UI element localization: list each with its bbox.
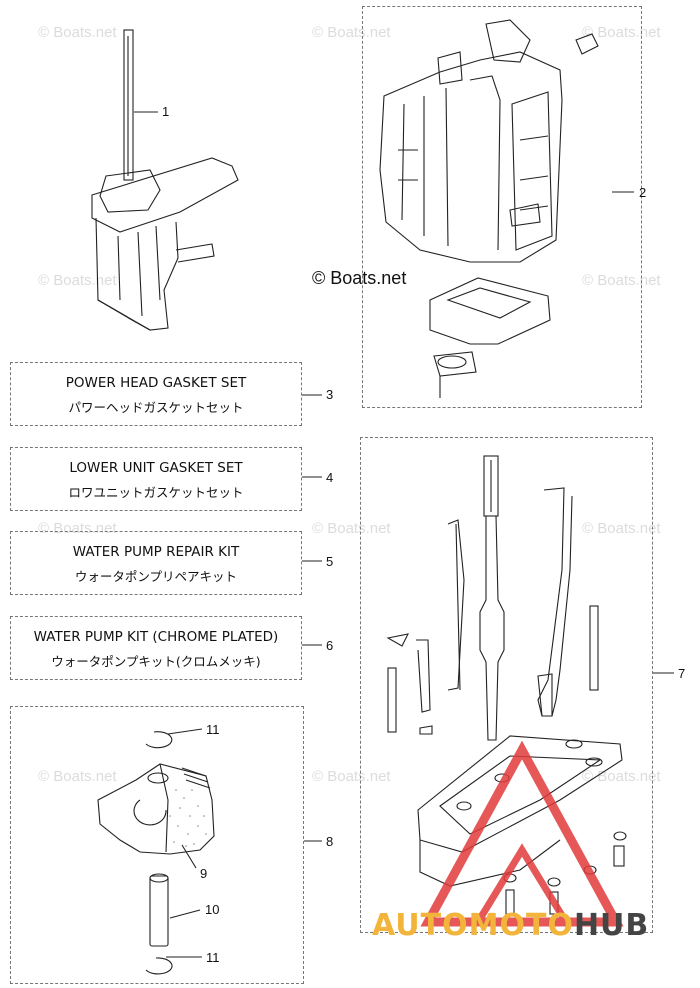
callout-9: 9	[200, 866, 208, 881]
power-head-group-box	[362, 6, 642, 408]
callout-8: 8	[326, 834, 334, 849]
piston-drawing	[97, 731, 215, 975]
watermark: © Boats.net	[582, 520, 661, 537]
watermark: © Boats.net	[38, 24, 117, 41]
kit-name-jp: ウォータポンプリペアキット	[74, 569, 238, 584]
kit-name-jp: パワーヘッドガスケットセット	[68, 400, 244, 415]
callout-6: 6	[326, 638, 334, 653]
callout-11-top: 11	[206, 722, 220, 737]
piston-stipple	[169, 789, 207, 847]
watermark: © Boats.net	[312, 520, 391, 537]
piston-group-box	[10, 706, 304, 984]
kit-box-water-pump-repair: WATER PUMP REPAIR KIT ウォータポンプリペアキット	[10, 531, 302, 595]
drive-shaft-housing-drawing	[386, 455, 627, 915]
kit-box-lower-unit-gasket: LOWER UNIT GASKET SET ロワユニットガスケットセット	[10, 447, 302, 511]
watermark: © Boats.net	[582, 24, 661, 41]
callout-1: 1	[162, 104, 170, 119]
logo-triangle-icon	[420, 740, 624, 927]
callout-4: 4	[326, 470, 334, 485]
logo-text-part2: HUB	[573, 908, 650, 943]
leader-line-9	[181, 844, 197, 869]
watermark: © Boats.net	[38, 768, 117, 785]
watermark: © Boats.net	[38, 520, 117, 537]
leader-line-11-top	[167, 728, 203, 735]
callout-3: 3	[326, 387, 334, 402]
watermark: © Boats.net	[582, 272, 661, 289]
lower-unit-drawing	[91, 29, 239, 331]
copyright-text: © Boats.net	[312, 268, 407, 288]
power-head-drawing	[379, 19, 599, 398]
watermark: © Boats.net	[582, 768, 661, 785]
watermark: © Boats.net	[312, 24, 391, 41]
callout-7: 7	[678, 666, 686, 681]
kit-name-en: POWER HEAD GASKET SET	[65, 375, 247, 391]
callout-10: 10	[205, 902, 220, 917]
kit-name-jp: ウォータポンプキット(クロムメッキ)	[51, 654, 261, 669]
kit-name-en: LOWER UNIT GASKET SET	[69, 460, 243, 476]
automotohub-logo: AUTOMOTOHUB	[372, 908, 649, 943]
kit-box-power-head-gasket: POWER HEAD GASKET SET パワーヘッドガスケットセット	[10, 362, 302, 426]
lower-case-group-box	[360, 437, 653, 933]
callout-11-bottom: 11	[206, 950, 220, 965]
callout-5: 5	[326, 554, 334, 569]
kit-name-en: WATER PUMP KIT (CHROME PLATED)	[33, 629, 279, 645]
kit-name-en: WATER PUMP REPAIR KIT	[72, 544, 240, 560]
watermark: © Boats.net	[312, 768, 391, 785]
leader-line-10	[169, 909, 201, 919]
kit-box-water-pump-chrome: WATER PUMP KIT (CHROME PLATED) ウォータポンプキッ…	[10, 616, 302, 680]
logo-text-part1: AUTOMOTO	[372, 908, 574, 943]
callout-2: 2	[639, 185, 647, 200]
kit-name-jp: ロワユニットガスケットセット	[68, 485, 244, 500]
